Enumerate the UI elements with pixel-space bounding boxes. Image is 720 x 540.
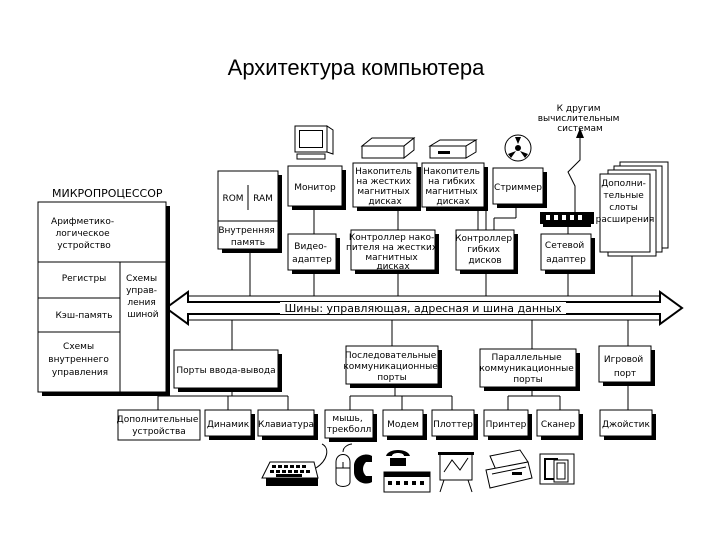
- io-ports-label: Порты ввода-вывода: [176, 366, 275, 376]
- other-systems-label: К другим вычислительным системам: [538, 104, 623, 134]
- modem-label: Модем: [387, 420, 419, 430]
- registers-label: Регистры: [62, 274, 107, 284]
- joystick-label: Джойстик: [602, 420, 651, 430]
- streamer-device: Стриммер: [492, 167, 547, 208]
- modem-device: Модем: [382, 409, 427, 440]
- hdd-label: Накопитель на жестких магнитных дисках: [355, 167, 415, 207]
- joystick-icon: [553, 459, 569, 483]
- streamer-label: Стриммер: [494, 183, 542, 193]
- video-adapter: Видео- адаптер: [287, 233, 340, 274]
- streamer-icon: [504, 134, 532, 162]
- diagram-title: Архитектура компьютера: [228, 55, 485, 80]
- scanner-device: Сканер: [536, 409, 583, 440]
- io-ports: Порты ввода-вывода: [173, 349, 282, 392]
- game-port: Игровой порт: [598, 345, 655, 386]
- alu-label: Арифметико- логическое устройство: [51, 217, 117, 251]
- fdd-device: Накопитель на гибких магнитных дисках: [421, 162, 488, 211]
- fdd-controller: Контроллер гибких дисков: [455, 229, 518, 274]
- keyboard-label: Клавиатура: [258, 420, 314, 430]
- extra-devices: Дополнительные устройства: [117, 409, 202, 441]
- mouse-icon: [335, 443, 353, 487]
- internal-control-label: Схемы внутреннего управления: [48, 342, 111, 378]
- extra-devices-label: Дополнительные устройства: [117, 415, 202, 437]
- keyboard-icon: [261, 443, 328, 486]
- scanner-label: Сканер: [541, 420, 576, 430]
- joystick-device: Джойстик: [599, 409, 656, 440]
- system-bus: Шины: управляющая, адресная и шина данны…: [164, 290, 684, 326]
- network-adapter: Сетевой адаптер: [540, 233, 595, 274]
- plotter-device: Плоттер: [431, 409, 478, 440]
- parallel-ports: Параллельные коммуникационные порты: [479, 348, 580, 391]
- rom-label: ROM: [222, 194, 243, 204]
- monitor-label: Монитор: [294, 183, 336, 193]
- cache-label: Кэш-память: [56, 311, 113, 321]
- keyboard-device: Клавиатура: [257, 409, 318, 440]
- expansion-label: Дополни- тельные слоты расширения: [596, 179, 655, 225]
- telephone-icon: [354, 454, 372, 484]
- connector-lines: [157, 128, 633, 410]
- hdd-device: Накопитель на жестких магнитных дисках: [352, 162, 421, 211]
- hdd-controller: Контроллер нако- пителя на жестких магни…: [346, 229, 440, 274]
- microprocessor-block: МИКРОПРОЦЕССОР Арифметико- логическое ус…: [37, 187, 170, 396]
- speaker-device: Динамик: [204, 409, 255, 440]
- fdd-icon: [428, 139, 478, 159]
- fdd-label: Накопитель на гибких магнитных дисках: [423, 167, 483, 207]
- internal-memory-label: Внутренняя память: [218, 226, 277, 248]
- monitor-device: Монитор: [287, 165, 346, 210]
- printer-icon: [485, 449, 533, 489]
- mouse-device: мышь, трекболл: [324, 409, 377, 442]
- memory-block: ROM RAM Внутренняя память: [217, 170, 282, 253]
- modem-icon: [383, 450, 431, 493]
- network-adapter-label: Сетевой адаптер: [545, 241, 587, 265]
- printer-device: Принтер: [483, 409, 532, 440]
- fdd-controller-label: Контроллер гибких дисков: [455, 234, 515, 266]
- hdd-icon: [360, 136, 416, 160]
- mouse-label: мышь, трекболл: [327, 414, 372, 435]
- plotter-icon: [438, 452, 474, 493]
- game-port-label: Игровой порт: [604, 355, 646, 379]
- speaker-label: Динамик: [207, 420, 250, 430]
- bus-label: Шины: управляющая, адресная и шина данны…: [285, 302, 562, 315]
- hdd-controller-label: Контроллер нако- пителя на жестких магни…: [346, 233, 440, 272]
- plotter-label: Плоттер: [433, 420, 473, 430]
- serial-ports-label: Последовательные коммуникационные порты: [343, 351, 440, 383]
- bus-control-label: Схемы управ- ления шиной: [126, 274, 160, 320]
- video-adapter-label: Видео- адаптер: [292, 242, 332, 265]
- network-adapter-icon: [540, 212, 594, 227]
- serial-ports: Последовательные коммуникационные порты: [343, 345, 442, 388]
- cpu-heading: МИКРОПРОЦЕССОР: [52, 187, 163, 200]
- printer-label: Принтер: [486, 420, 527, 430]
- parallel-ports-label: Параллельные коммуникационные порты: [479, 353, 576, 385]
- ram-label: RAM: [253, 194, 273, 204]
- monitor-icon: [294, 125, 334, 160]
- expansion-slots: Дополни- тельные слоты расширения: [596, 161, 669, 257]
